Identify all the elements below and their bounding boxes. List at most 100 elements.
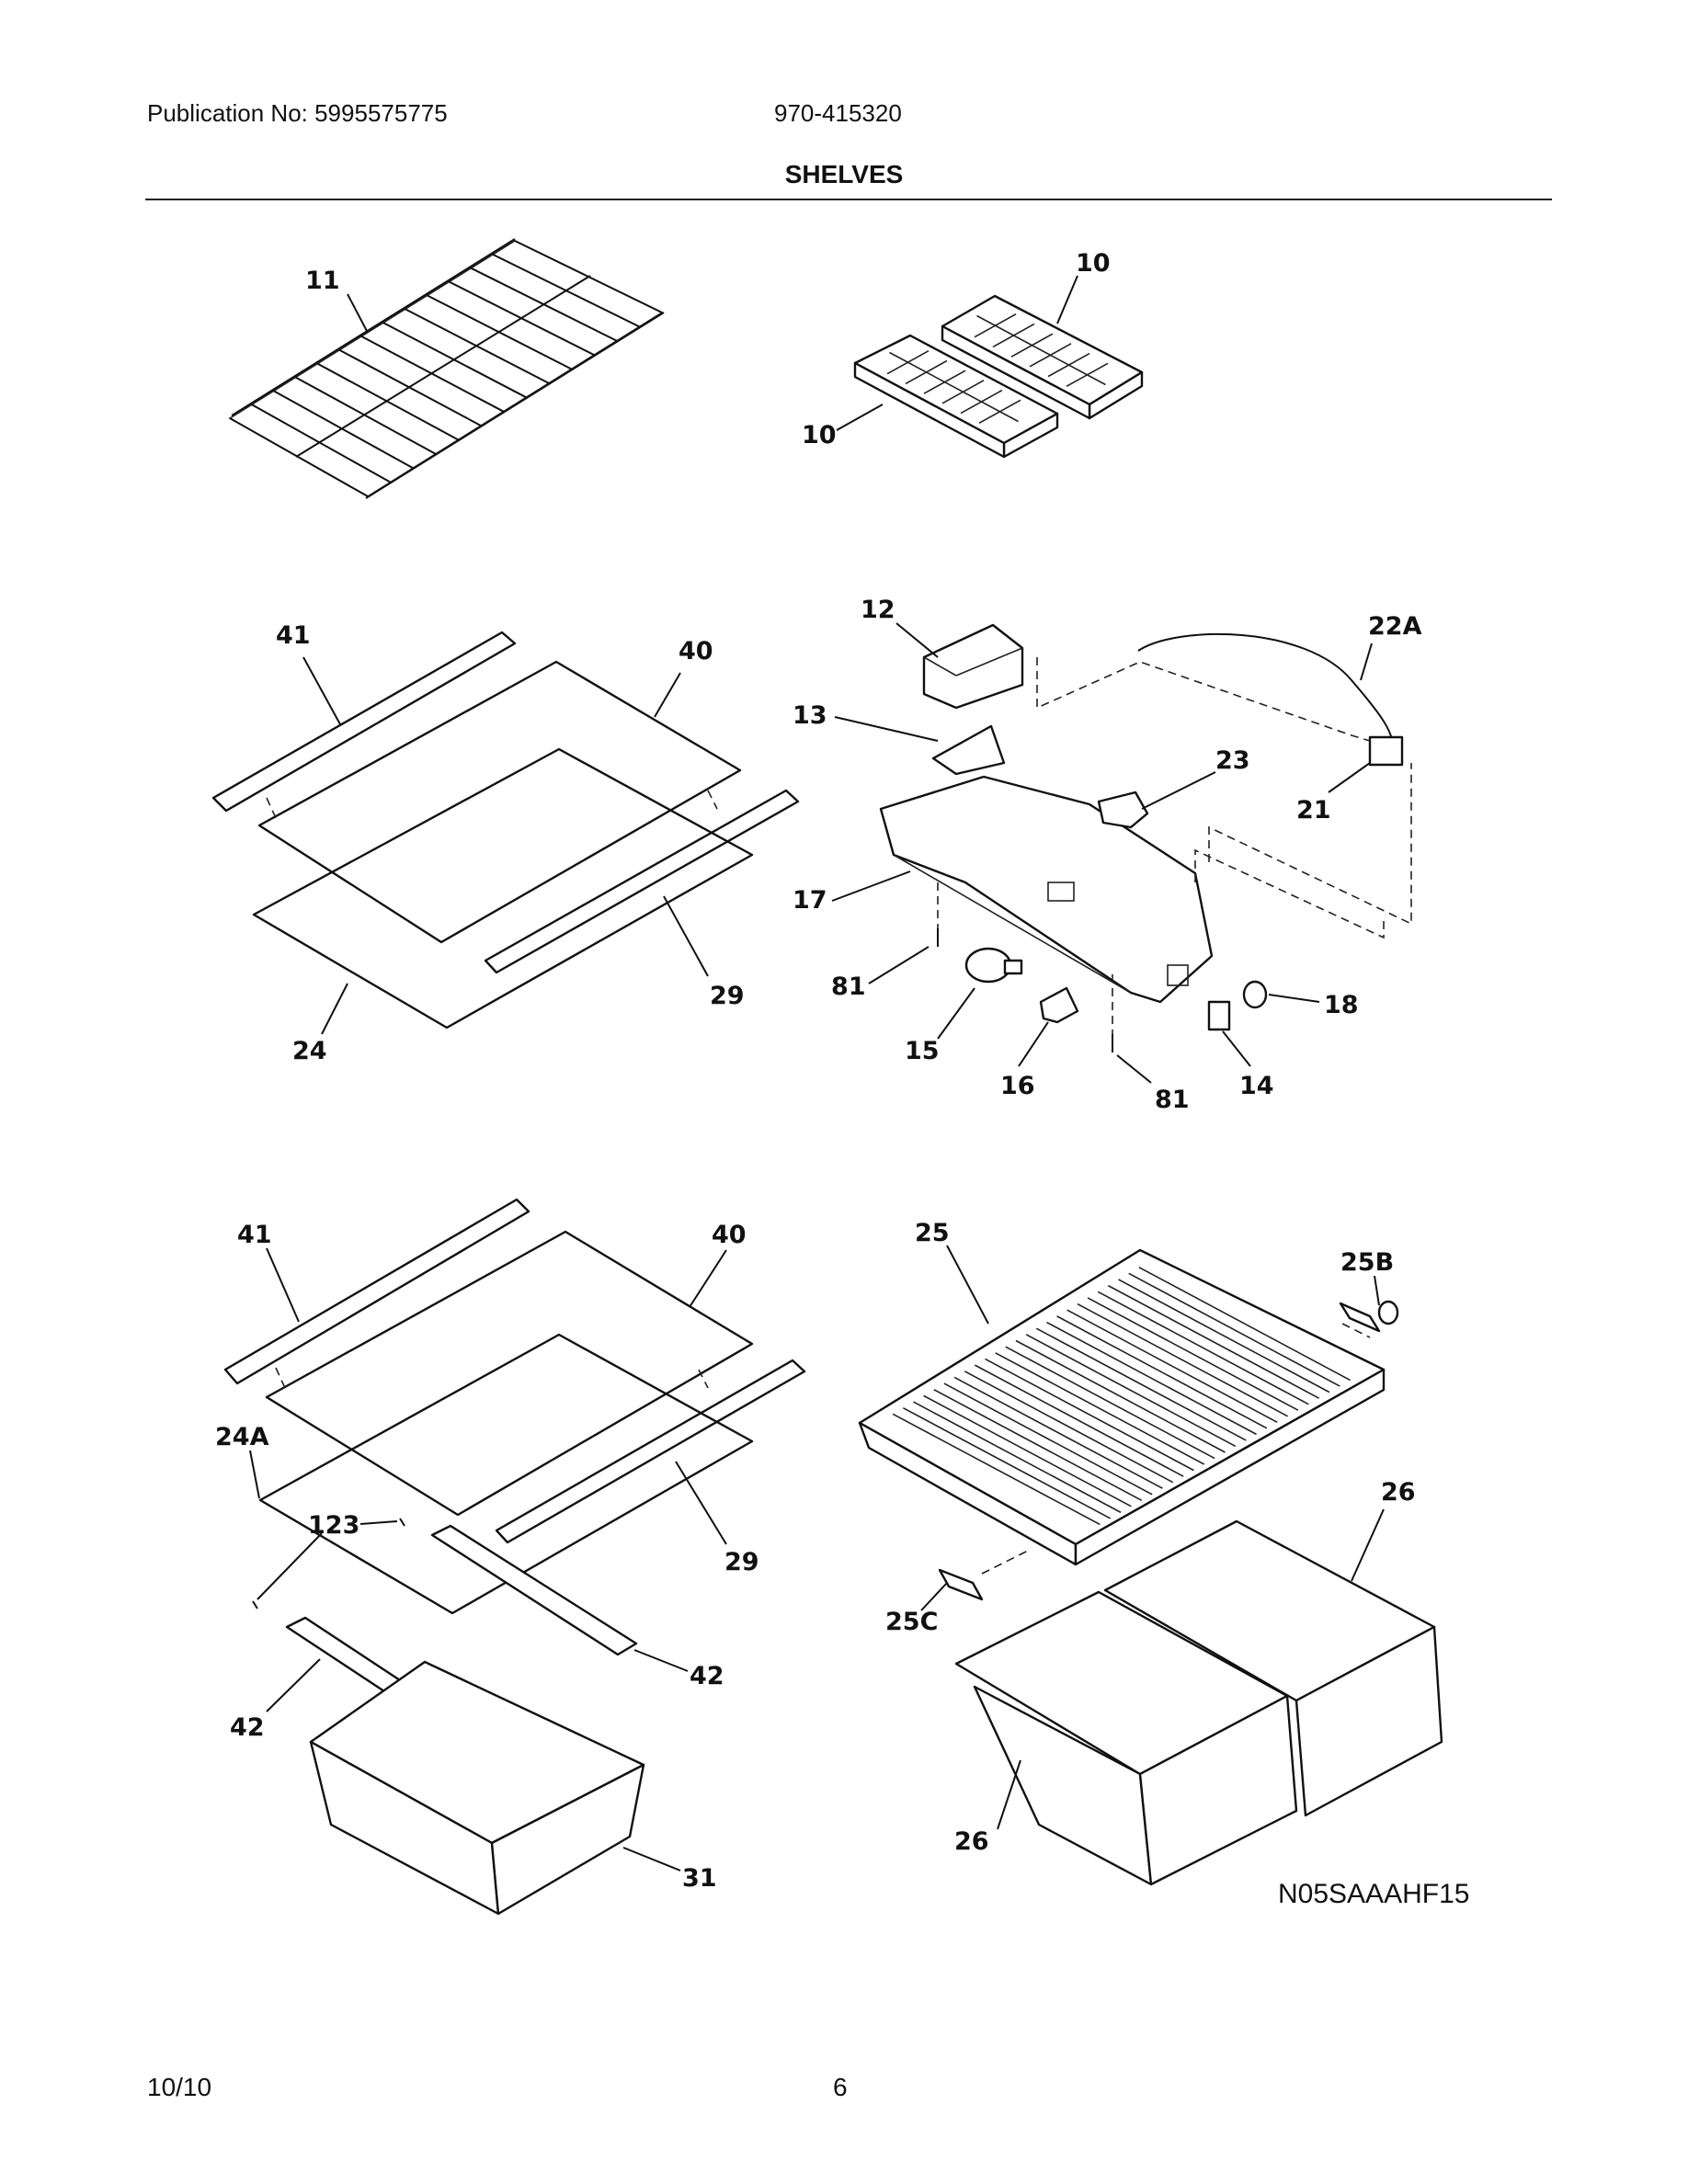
glass-shelf-40-lower bbox=[265, 1230, 754, 1517]
callout-16: 16 bbox=[1000, 1072, 1035, 1100]
cover-rib bbox=[1025, 1334, 1237, 1448]
cover-rib bbox=[1015, 1339, 1226, 1453]
callout-12: 12 bbox=[861, 596, 895, 624]
leader-13 bbox=[834, 716, 939, 742]
cover-rib bbox=[933, 1389, 1143, 1502]
rack-rung bbox=[229, 417, 369, 497]
diagram-code: N05SAAAHF15 bbox=[1278, 1879, 1469, 1909]
rack-rung bbox=[492, 253, 640, 328]
leader-40-lower bbox=[689, 1249, 727, 1308]
leader-81a bbox=[868, 946, 930, 984]
cover-rib bbox=[913, 1401, 1122, 1514]
callout-22a: 22A bbox=[1368, 612, 1422, 641]
cover-rib bbox=[902, 1406, 1112, 1519]
rack-rung bbox=[382, 322, 527, 399]
leader-15 bbox=[937, 987, 975, 1040]
rack-rung bbox=[427, 294, 572, 370]
leader-123 bbox=[359, 1520, 398, 1525]
callout-26-rear: 26 bbox=[1381, 1478, 1416, 1507]
crisper-bin-26-front bbox=[954, 1590, 1298, 1886]
callout-15: 15 bbox=[905, 1037, 940, 1065]
callout-10-lower: 10 bbox=[802, 421, 837, 449]
callout-18: 18 bbox=[1324, 991, 1359, 1019]
guide-line bbox=[707, 790, 718, 810]
rack-rung bbox=[405, 308, 550, 384]
crisper-cover-25 bbox=[858, 1248, 1386, 1566]
callout-41-lower: 41 bbox=[237, 1221, 272, 1249]
cover-rib bbox=[923, 1394, 1132, 1507]
ice-tray-lower bbox=[853, 334, 1059, 459]
cover-rib bbox=[1066, 1309, 1278, 1424]
cover-rib bbox=[1138, 1266, 1352, 1382]
screw-123 bbox=[252, 1518, 405, 1610]
cover-rib bbox=[1005, 1346, 1215, 1460]
callout-41: 41 bbox=[276, 621, 311, 650]
rack-rung bbox=[360, 336, 505, 413]
shelf-frame-24 bbox=[252, 747, 754, 1029]
crisper-drawer-31 bbox=[309, 1660, 645, 1916]
glass-shelf-40 bbox=[257, 660, 742, 944]
leader-24 bbox=[321, 983, 348, 1035]
rack-rung bbox=[449, 280, 595, 357]
cover-rib bbox=[1118, 1279, 1330, 1393]
callout-25b: 25B bbox=[1340, 1248, 1394, 1277]
crisper-bin-26-rear bbox=[1103, 1519, 1443, 1817]
cover-rib bbox=[1046, 1321, 1257, 1436]
page-number: 6 bbox=[833, 2073, 848, 2101]
cover-bracket-25c bbox=[938, 1568, 984, 1601]
callout-81-right: 81 bbox=[1155, 1086, 1190, 1114]
leader-42-right bbox=[633, 1649, 689, 1672]
callout-42-right: 42 bbox=[690, 1662, 724, 1690]
knob-18 bbox=[1242, 980, 1268, 1009]
cover-rib bbox=[995, 1352, 1205, 1465]
leader-24a bbox=[249, 1450, 260, 1499]
callout-40: 40 bbox=[679, 637, 713, 665]
leader-17 bbox=[831, 870, 911, 902]
page-title: SHELVES bbox=[784, 160, 904, 188]
leader-26-rear bbox=[1351, 1508, 1385, 1582]
cover-rib bbox=[1035, 1327, 1247, 1441]
cover-bracket-25b bbox=[1339, 1300, 1399, 1333]
wire-shelf-rack bbox=[228, 238, 665, 499]
leader-23 bbox=[1141, 771, 1216, 810]
leader-22a bbox=[1360, 643, 1373, 681]
callout-14: 14 bbox=[1239, 1072, 1274, 1100]
leader-40 bbox=[654, 672, 681, 718]
footer-date: 10/10 bbox=[147, 2073, 212, 2101]
rack-rung bbox=[295, 376, 437, 455]
rack-rung bbox=[273, 390, 414, 470]
cover-rib bbox=[892, 1413, 1101, 1526]
publication-number: Publication No: 5995575775 bbox=[147, 99, 448, 127]
callout-123: 123 bbox=[308, 1511, 359, 1540]
guide-line bbox=[1194, 848, 1385, 939]
cover-rib bbox=[1128, 1272, 1340, 1387]
callout-26-front: 26 bbox=[954, 1827, 989, 1856]
leader-29 bbox=[663, 895, 709, 977]
leader-25 bbox=[946, 1245, 989, 1325]
cover-rib bbox=[1097, 1291, 1309, 1405]
callout-29-lower: 29 bbox=[724, 1548, 759, 1576]
callout-31: 31 bbox=[682, 1864, 717, 1893]
leader-41 bbox=[302, 656, 341, 725]
lamp-socket-16 bbox=[1039, 986, 1079, 1024]
slide-rail-42-right bbox=[430, 1524, 638, 1656]
control-housing-17 bbox=[879, 775, 1214, 1004]
callout-21: 21 bbox=[1296, 796, 1331, 825]
guide-line bbox=[698, 1369, 709, 1389]
shelf-frame-24a bbox=[258, 1333, 754, 1615]
guide-line bbox=[1208, 763, 1412, 926]
callout-29: 29 bbox=[710, 982, 745, 1010]
cover-rib bbox=[1108, 1284, 1319, 1399]
rack-rung bbox=[338, 348, 482, 427]
ice-tray-cell-divider bbox=[976, 314, 1106, 386]
lamp-bulb-15 bbox=[964, 947, 1023, 984]
leader-81b bbox=[1116, 1054, 1152, 1084]
guide-line bbox=[1341, 1323, 1371, 1338]
leader-16 bbox=[1018, 1021, 1049, 1067]
leader-123b bbox=[257, 1532, 323, 1600]
leader-10-upper bbox=[1056, 275, 1078, 324]
callout-25: 25 bbox=[915, 1219, 950, 1247]
leader-31 bbox=[622, 1847, 681, 1871]
guide-line bbox=[1036, 657, 1371, 742]
